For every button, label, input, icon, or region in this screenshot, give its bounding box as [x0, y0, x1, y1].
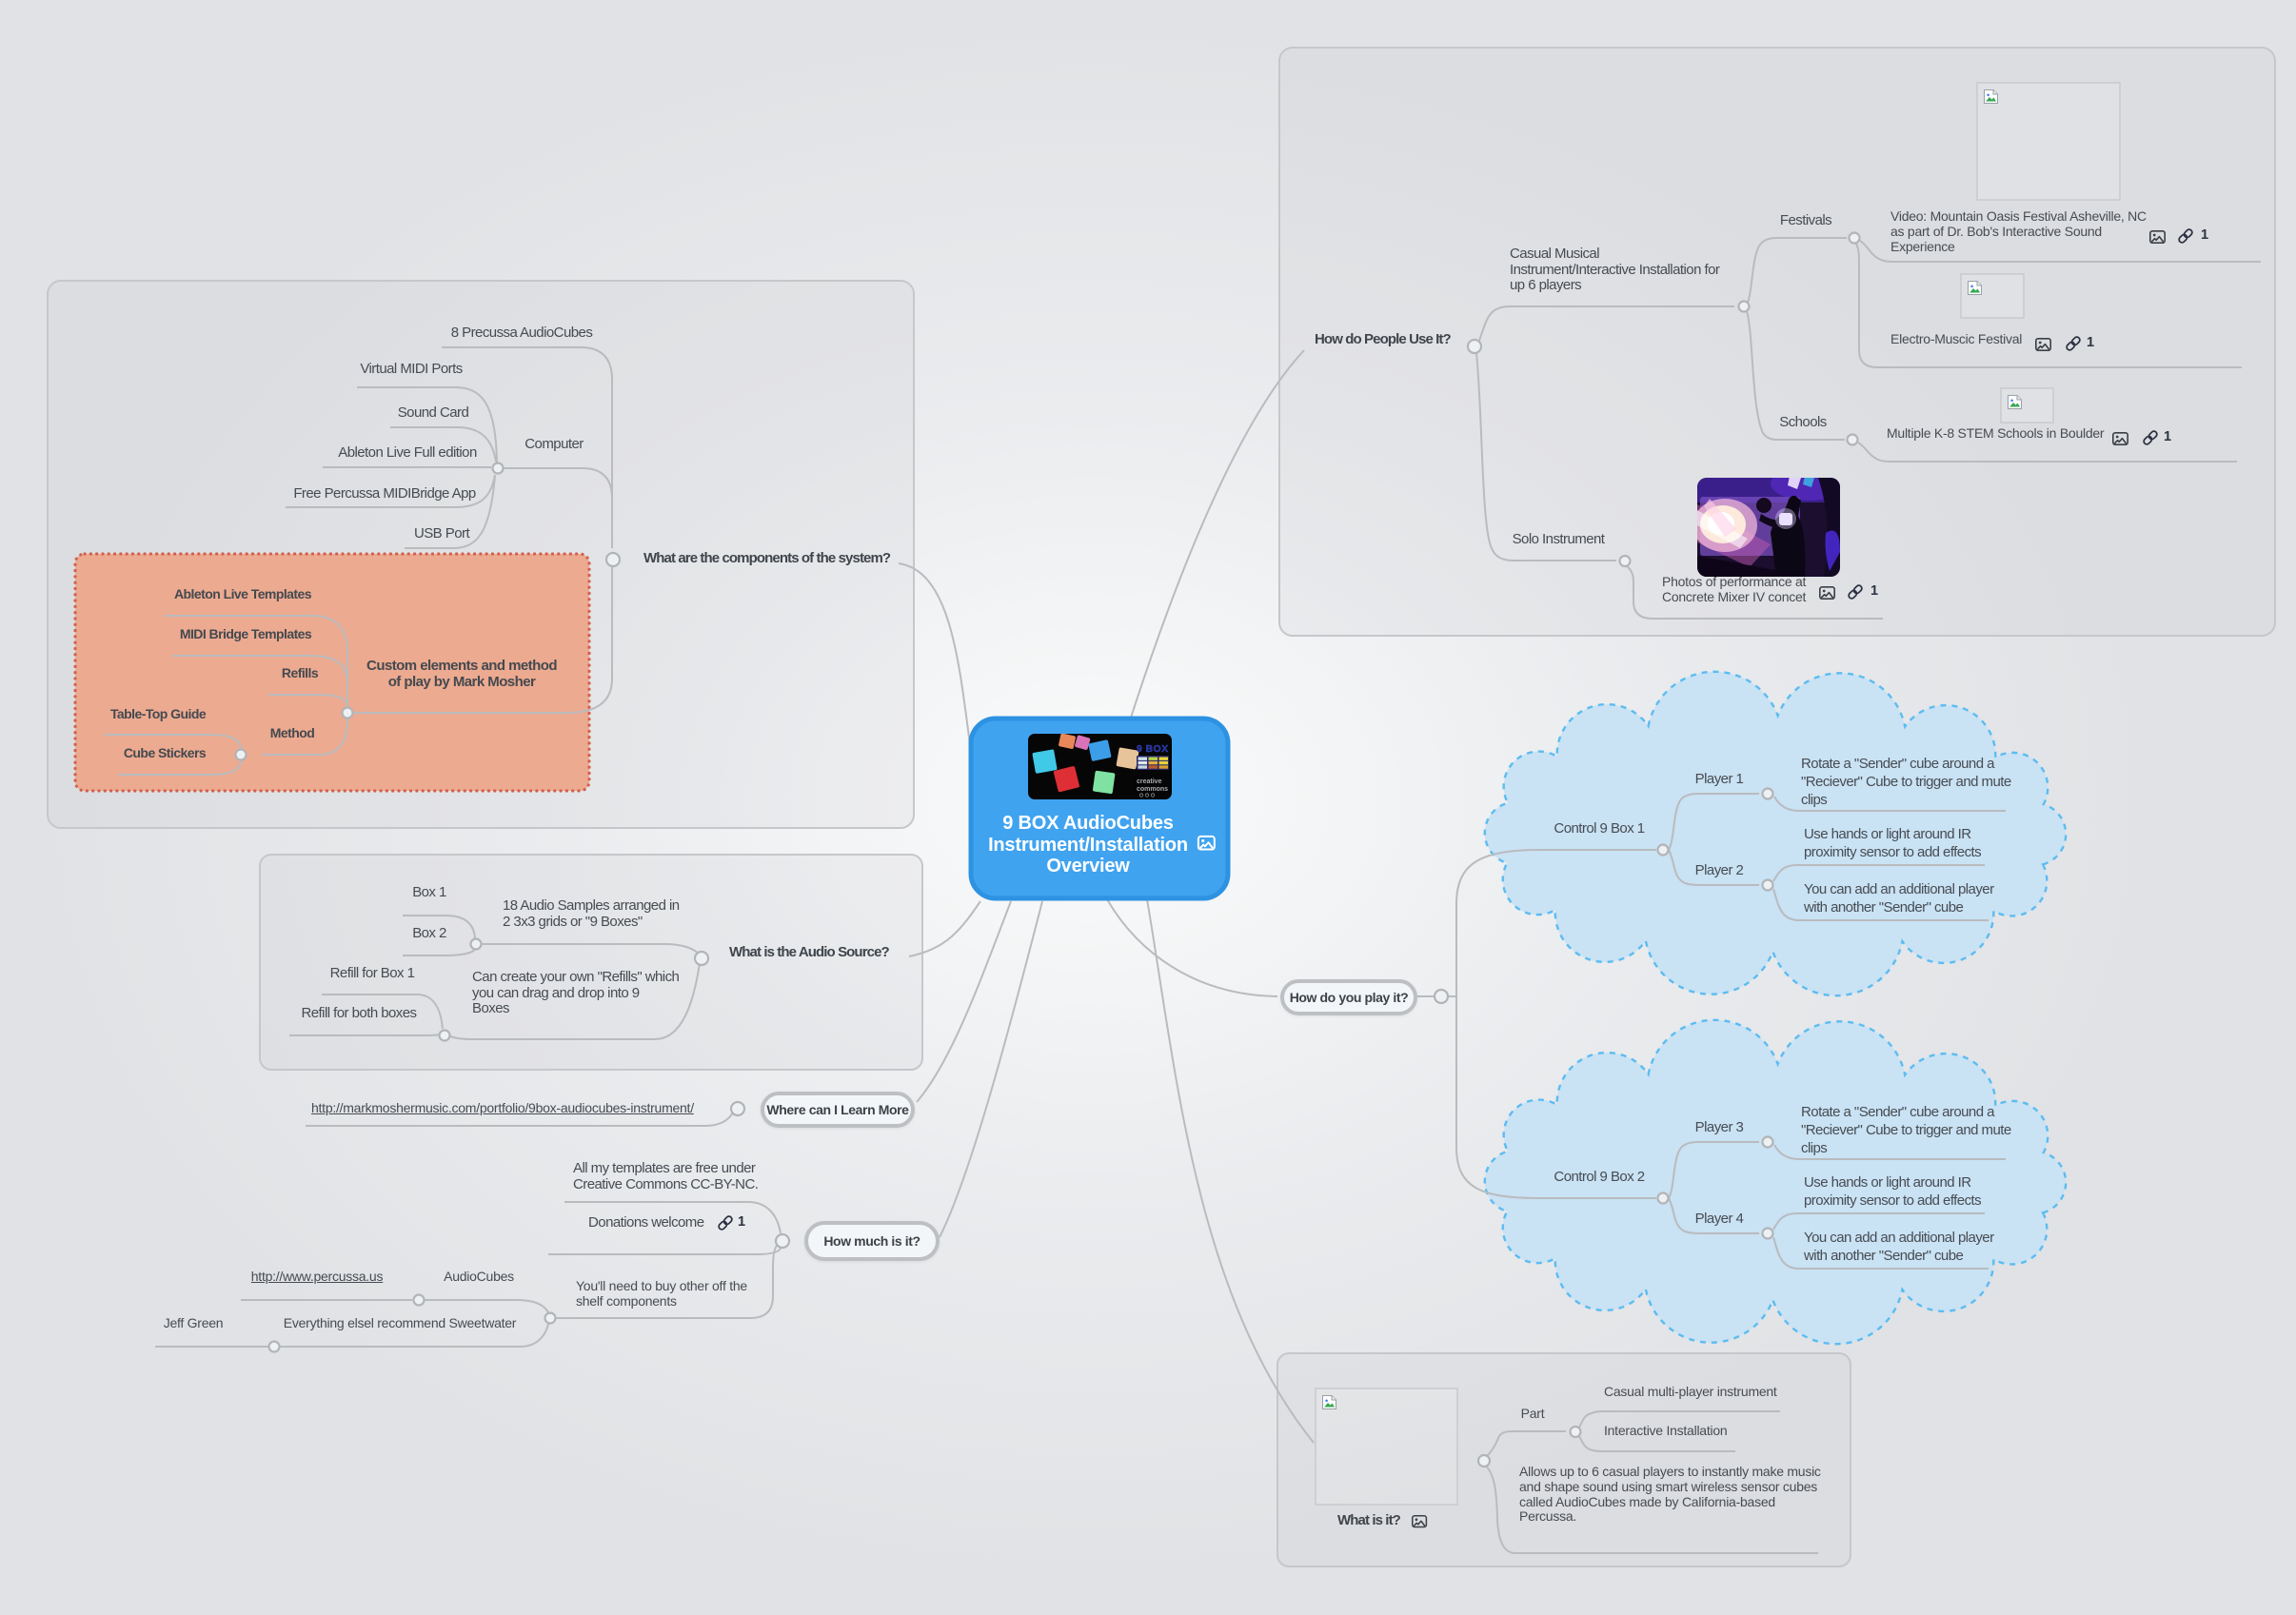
svg-text:commons: commons [1137, 786, 1168, 793]
svg-text:9 BOX: 9 BOX [1137, 743, 1169, 755]
svg-text:creative: creative [1137, 778, 1162, 785]
